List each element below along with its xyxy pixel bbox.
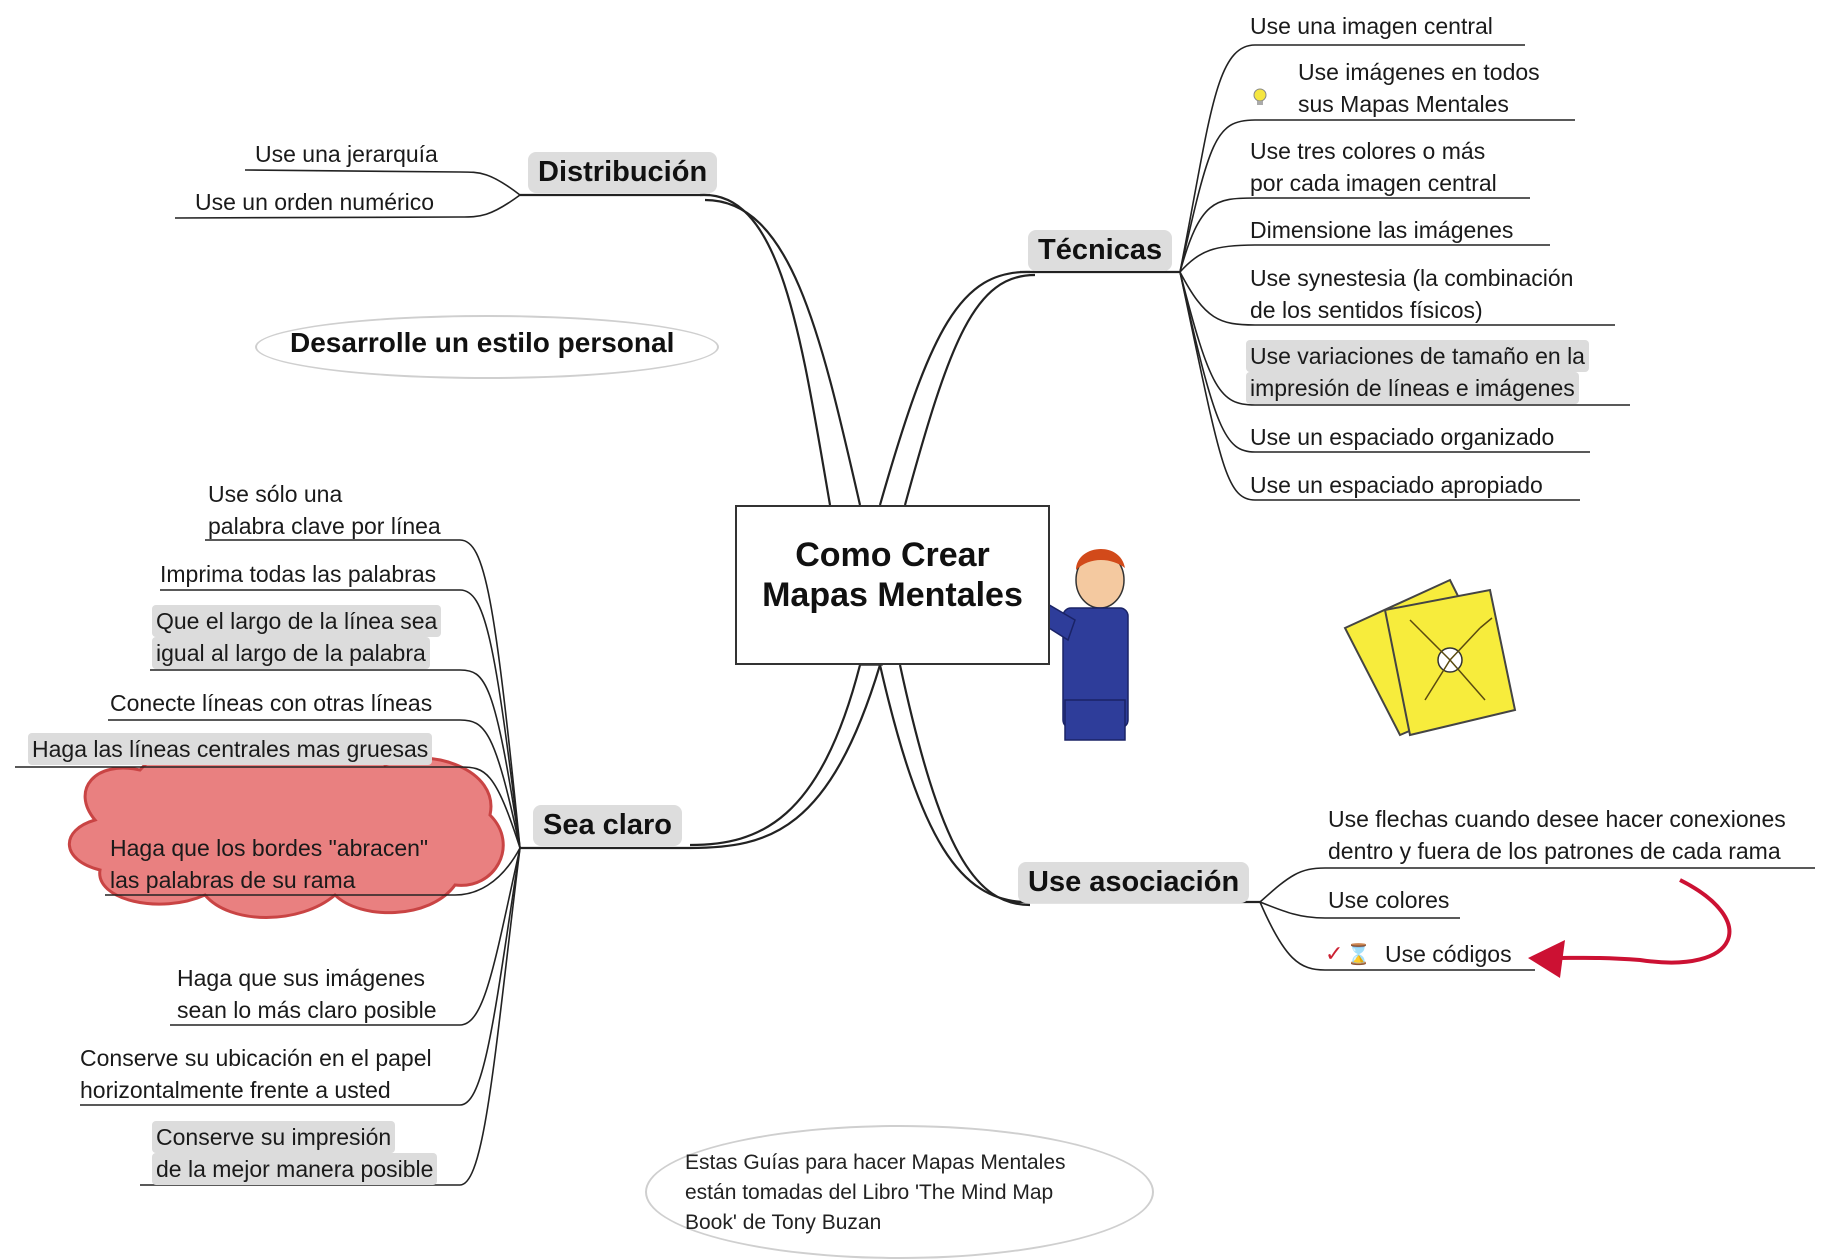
leaf-jerarquia: Use una jerarquía [255, 141, 438, 167]
leaf-claro-5b: las palabras de su rama [110, 867, 356, 893]
mind-map-papers [1343, 578, 1517, 737]
leaf-claro-1: Imprima todas las palabras [160, 561, 437, 587]
central-topic: Como Crear Mapas Mentales [735, 535, 1050, 615]
estilo-personal: Desarrolle un estilo personal [290, 327, 675, 358]
leaf-claro-0b: palabra clave por línea [208, 513, 441, 539]
central-topic-line1: Como Crear [795, 536, 990, 574]
leaf-claro-2a: Que el largo de la línea sea [152, 605, 442, 637]
branch-use-asociacion: Use asociación [1018, 862, 1250, 903]
leaf-tecnicas-4b: de los sentidos físicos) [1250, 297, 1483, 323]
leaf-claro-2b: igual al largo de la palabra [152, 637, 430, 669]
central-topic-box [735, 505, 1050, 665]
checkmark-icon: ✓ [1325, 942, 1344, 967]
leaf-tecnicas-5a: Use variaciones de tamaño en la [1246, 340, 1589, 372]
lightbulb-icon [1252, 88, 1268, 106]
leaf-tecnicas-2b: por cada imagen central [1250, 170, 1497, 196]
leaf-claro-3: Conecte líneas con otras líneas [110, 690, 433, 716]
leaf-tecnicas-5b: impresión de líneas e imágenes [1246, 372, 1579, 404]
leaf-asoc-2: Use códigos [1385, 941, 1512, 967]
leaf-claro-0a: Use sólo una [208, 481, 343, 507]
leaf-tecnicas-1b: sus Mapas Mentales [1298, 91, 1509, 117]
source-note: Estas Guías para hacer Mapas Mentales es… [685, 1148, 1066, 1238]
red-arrow [1554, 878, 1732, 965]
leaf-orden-numerico: Use un orden numérico [195, 189, 435, 215]
leaf-tecnicas-6: Use un espaciado organizado [1250, 424, 1555, 450]
leaf-asoc-0a: Use flechas cuando desee hacer conexione… [1328, 806, 1786, 832]
leaf-claro-8a: Conserve su impresión [152, 1121, 396, 1153]
branch-tecnicas: Técnicas [1028, 230, 1173, 271]
leaf-claro-7b: horizontalmente frente a usted [80, 1077, 391, 1103]
leaf-tecnicas-0: Use una imagen central [1250, 13, 1493, 39]
central-topic-line2: Mapas Mentales [762, 576, 1023, 614]
leaf-claro-7a: Conserve su ubicación en el papel [80, 1045, 432, 1071]
leaf-asoc-1: Use colores [1328, 887, 1450, 913]
leaf-claro-6a: Haga que sus imágenes [177, 965, 426, 991]
branch-distribucion: Distribución [528, 152, 718, 193]
leaf-tecnicas-1a: Use imágenes en todos [1298, 59, 1540, 85]
source-note-line3: Book' de Tony Buzan [685, 1211, 882, 1234]
source-note-line2: están tomadas del Libro 'The Mind Map [685, 1181, 1054, 1204]
leaf-tecnicas-2a: Use tres colores o más [1250, 138, 1486, 164]
leaf-tecnicas-3: Dimensione las imágenes [1250, 217, 1514, 243]
leaf-claro-6b: sean lo más claro posible [177, 997, 437, 1023]
leaf-claro-4: Haga las líneas centrales mas gruesas [28, 733, 433, 765]
red-arrow-head [1528, 940, 1565, 978]
branch-sea-claro: Sea claro [533, 805, 682, 846]
estilo-ellipse [255, 315, 719, 379]
leaf-claro-8b: de la mejor manera posible [152, 1153, 438, 1185]
leaf-tecnicas-7: Use un espaciado apropiado [1250, 472, 1543, 498]
hourglass-icon: ⌛ [1346, 942, 1371, 966]
leaf-claro-5a: Haga que los bordes "abracen" [110, 835, 429, 861]
source-note-line1: Estas Guías para hacer Mapas Mentales [685, 1151, 1066, 1174]
leaf-tecnicas-4a: Use synestesia (la combinación [1250, 265, 1574, 291]
leaf-asoc-0b: dentro y fuera de los patrones de cada r… [1328, 838, 1781, 864]
